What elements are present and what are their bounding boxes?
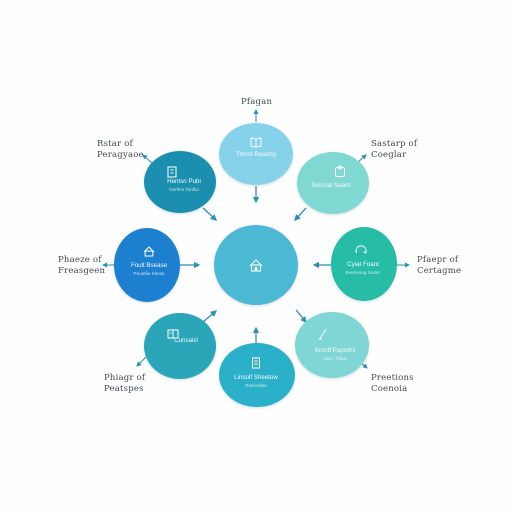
node-bottom-right[interactable]: Srontf Papsrlrs Sisin Tiftaa	[295, 312, 369, 378]
node-top-left[interactable]: Hentsn Pubi Oerfinn Tonflut	[144, 151, 216, 213]
node-bottom-left[interactable]: Cunsaisl	[144, 313, 216, 379]
arrow-top-right	[294, 207, 307, 221]
book-icon	[167, 329, 179, 339]
refresh-icon	[355, 245, 367, 254]
label-right: Pfaepr of Certagme	[417, 255, 462, 276]
node-bottom-title: Linsolf Sheetow	[234, 374, 278, 381]
label-bottom-left: Phiagr of Peatspes	[104, 373, 146, 394]
node-bottom-right-sub: Sisin Tiftaa	[324, 356, 347, 361]
pointer-top-left	[142, 154, 153, 164]
pen-icon	[318, 328, 327, 340]
arrow-top-left	[202, 207, 217, 221]
node-bottom-left-title: Cunsaisl	[174, 337, 198, 344]
node-top[interactable]: Tinnst Rearing	[219, 123, 293, 185]
node-top-right[interactable]: Sotcnal Saant	[297, 152, 369, 214]
node-right[interactable]: Cyiat Foant Bevreeing Sodec	[331, 227, 397, 301]
label-bottom-right: Preetions Coenoia	[371, 373, 414, 394]
node-left[interactable]: Foult Bsease Poutefie Sitoos	[114, 228, 180, 302]
node-left-title: Foult Bsease	[131, 262, 168, 269]
node-bottom[interactable]: Linsolf Sheetow Rosreslles	[219, 343, 295, 407]
label-top-left: Rstar of Peragyaoe	[97, 139, 144, 160]
node-bottom-sub: Rosreslles	[245, 383, 267, 388]
node-top-right-shape	[297, 152, 369, 214]
puzzle-icon	[335, 165, 345, 177]
node-bottom-left-shape	[144, 313, 216, 379]
node-top-left-title: Hentsn Pubi	[167, 178, 201, 185]
center-node[interactable]	[214, 225, 298, 305]
node-right-shape	[331, 227, 397, 301]
node-top-shape	[219, 123, 293, 185]
doc-icon	[252, 357, 260, 369]
node-bottom-right-shape	[295, 312, 369, 378]
node-bottom-shape	[219, 343, 295, 407]
node-right-sub: Bevreeing Sodec	[346, 270, 382, 275]
label-top-right: Sastarp of Coeglar	[371, 139, 418, 160]
connector-arrows	[180, 186, 331, 345]
label-top: Pfagan	[241, 97, 273, 107]
node-top-left-sub: Oerfinn Tonflut	[169, 187, 200, 192]
house-icon	[249, 259, 263, 272]
building-icon	[167, 166, 177, 178]
node-right-title: Cyiat Foant	[347, 261, 379, 268]
node-top-title: Tinnst Rearing	[236, 151, 277, 158]
node-top-right-title: Sotcnal Saant	[312, 182, 351, 189]
node-bottom-right-title: Srontf Papsrlrs	[315, 347, 356, 354]
node-left-shape	[114, 228, 180, 302]
pointer-bottom-left	[136, 356, 147, 367]
arrow-bottom-left	[202, 310, 217, 323]
arrow-bottom-right	[295, 309, 307, 323]
node-left-sub: Poutefie Sitoos	[134, 271, 166, 276]
house-icon	[143, 246, 155, 257]
node-top-left-shape	[144, 151, 216, 213]
book-icon	[250, 137, 262, 148]
label-left: Phaeze of Freasgeen	[58, 255, 106, 276]
